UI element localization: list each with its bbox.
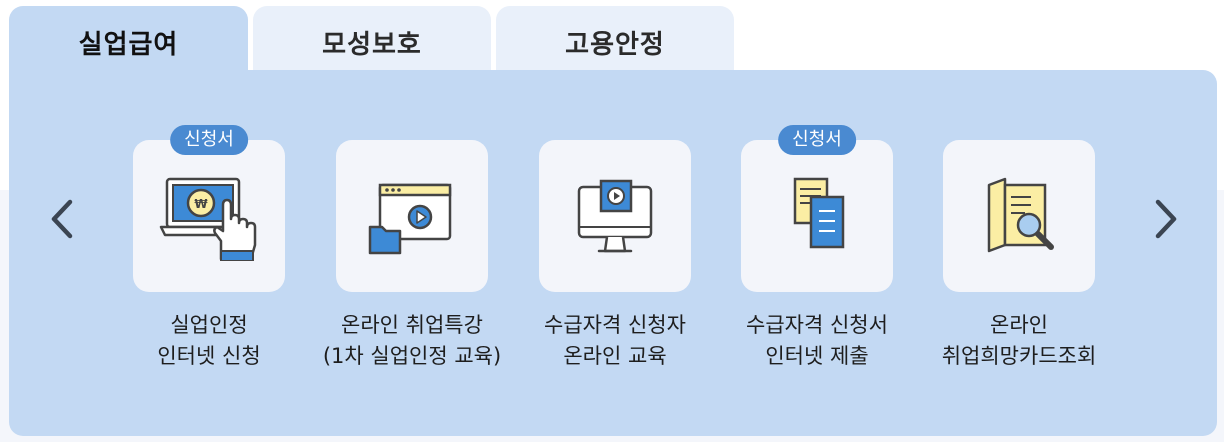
tab-label: 고용안정 <box>565 30 665 60</box>
laptop-won-touch-icon: ₩ <box>159 177 257 261</box>
application-badge: 신청서 <box>778 125 856 155</box>
service-item-applicant-education[interactable]: 수급자격 신청자 온라인 교육 <box>539 140 691 368</box>
service-label[interactable]: 온라인 취업희망카드조회 <box>909 310 1129 372</box>
tab-maternity-protection[interactable]: 모성보호 <box>253 6 491 78</box>
next-arrow-button[interactable] <box>1148 196 1184 242</box>
label-line-2: 취업희망카드조회 <box>941 344 1097 368</box>
service-label[interactable]: 실업인정 인터넷 신청 <box>99 310 319 372</box>
card-search-icon <box>987 177 1054 253</box>
tab-label: 모성보호 <box>322 30 422 60</box>
prev-arrow-button[interactable] <box>44 196 80 242</box>
service-card[interactable] <box>943 140 1095 292</box>
service-item-unemployment-recognition[interactable]: 신청서 ₩ 실업인정 인터넷 신청 <box>133 125 285 368</box>
service-item-job-card-lookup[interactable]: 온라인 취업희망카드조회 <box>942 140 1096 368</box>
service-card[interactable] <box>336 140 488 292</box>
label-line-1: 수급자격 신청자 <box>544 313 686 337</box>
chevron-left-icon <box>51 199 73 239</box>
service-card[interactable] <box>741 140 893 292</box>
label-line-2: 인터넷 제출 <box>765 344 869 368</box>
application-badge: 신청서 <box>170 125 248 155</box>
tab-employment-stability[interactable]: 고용안정 <box>496 6 734 78</box>
label-line-1: 온라인 취업특강 <box>341 313 483 337</box>
label-line-2: 인터넷 신청 <box>157 344 261 368</box>
label-line-1: 실업인정 <box>170 313 248 337</box>
tab-unemployment-benefit[interactable]: 실업급여 <box>9 6 248 78</box>
chevron-right-icon <box>1155 199 1177 239</box>
documents-icon <box>793 177 845 249</box>
label-line-1: 온라인 <box>990 313 1048 337</box>
service-label[interactable]: 수급자격 신청서 인터넷 제출 <box>707 310 927 372</box>
service-card[interactable]: ₩ <box>133 140 285 292</box>
label-line-1: 수급자격 신청서 <box>746 313 888 337</box>
monitor-play-icon <box>577 179 653 253</box>
tab-label: 실업급여 <box>78 30 179 60</box>
browser-folder-play-icon <box>368 183 452 255</box>
service-item-online-lecture[interactable]: 온라인 취업특강 (1차 실업인정 교육) <box>323 140 501 368</box>
label-line-2: 온라인 교육 <box>563 344 667 368</box>
svg-text:₩: ₩ <box>194 197 208 211</box>
service-card[interactable] <box>539 140 691 292</box>
label-line-2: (1차 실업인정 교육) <box>322 344 502 368</box>
service-item-application-submit[interactable]: 신청서 수급자격 신청서 인터넷 제출 <box>741 125 893 368</box>
service-label[interactable]: 온라인 취업특강 (1차 실업인정 교육) <box>302 310 522 372</box>
service-label[interactable]: 수급자격 신청자 온라인 교육 <box>505 310 725 372</box>
